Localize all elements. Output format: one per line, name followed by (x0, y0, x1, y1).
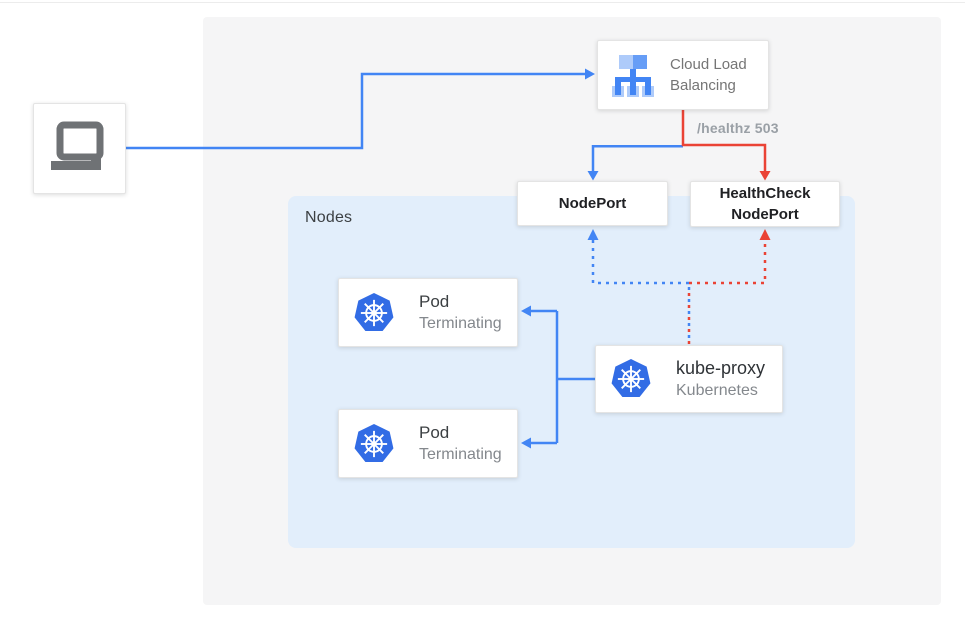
client-to-lb-arrow (126, 68, 595, 150)
pod-terminating-box-2: Pod Terminating (338, 409, 518, 478)
kubernetes-helm-icon (353, 292, 395, 334)
lb-to-nodeport-arrow (587, 144, 683, 181)
kubeproxy-to-healthcheck-dotted-arrow (689, 229, 771, 285)
top-divider (0, 2, 965, 3)
pod-status: Terminating (419, 315, 502, 332)
nodeport-box: NodePort (517, 181, 668, 226)
kubernetes-helm-icon (610, 358, 652, 400)
kubeproxy-to-pods-arrows (521, 305, 596, 449)
kube-proxy-title: kube-proxy (676, 357, 766, 378)
healthz-503-label: /healthz 503 (697, 120, 779, 136)
laptop-icon (50, 121, 103, 170)
cloud-load-balancing-label: Cloud Load Balancing (670, 56, 747, 94)
kube-proxy-box: kube-proxy Kubernetes (595, 345, 783, 413)
kubeproxy-to-nodeport-dotted-arrow (587, 229, 689, 285)
pod-status: Terminating (419, 446, 502, 463)
lb-to-healthcheck-arrow (681, 109, 771, 181)
kubernetes-helm-icon (353, 423, 395, 465)
pod-title: Pod (419, 292, 450, 311)
healthcheck-nodeport-label: HealthCheck NodePort (719, 185, 811, 223)
pod-terminating-box-1: Pod Terminating (338, 278, 518, 347)
nodes-panel-label: Nodes (305, 209, 353, 226)
kube-proxy-subtitle: Kubernetes (676, 381, 758, 399)
healthcheck-nodeport-box: HealthCheck NodePort (690, 181, 840, 227)
load-balancer-icon (610, 51, 656, 99)
nodeport-label: NodePort (558, 195, 627, 212)
pod-title: Pod (419, 423, 450, 442)
client-box (33, 103, 126, 194)
cloud-load-balancing-box: Cloud Load Balancing (597, 40, 769, 110)
